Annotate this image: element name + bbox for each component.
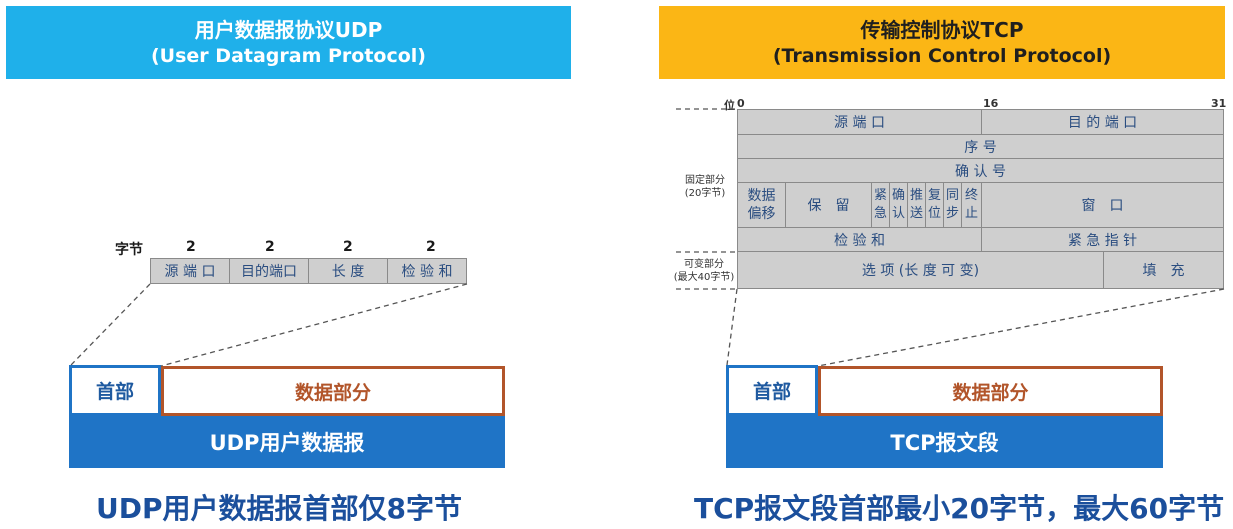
udp-data-box: 数据部分 <box>161 366 505 416</box>
tcp-title-banner: 传输控制协议TCP (Transmission Control Protocol… <box>659 6 1225 79</box>
tcp-flag-ack: 确 认 <box>889 182 908 228</box>
tcp-flag-fin: 终 止 <box>961 182 982 228</box>
tcp-field-dst-port: 目 的 端 口 <box>981 109 1224 135</box>
tcp-field-options: 选 项 (长 度 可 变) <box>737 251 1104 289</box>
udp-field-dst-port: 目的端口 <box>229 258 309 284</box>
udp-byte-size-2: 2 <box>265 239 275 255</box>
tcp-subtitle: (Transmission Control Protocol) <box>772 44 1112 67</box>
udp-packet-label: UDP用户数据报 <box>69 416 505 468</box>
tcp-bit-label: 位 <box>724 99 735 112</box>
tcp-bit-0: 0 <box>737 97 745 110</box>
udp-field-checksum: 检 验 和 <box>387 258 467 284</box>
tcp-zoom-line-left <box>726 288 738 366</box>
tcp-data-box: 数据部分 <box>818 366 1163 416</box>
tcp-caption: TCP报文段首部最小20字节，最大60字节 <box>694 492 1225 525</box>
udp-field-src-port: 源 端 口 <box>150 258 230 284</box>
udp-subtitle: (User Datagram Protocol) <box>151 44 426 67</box>
udp-title: 用户数据报协议UDP <box>194 17 383 42</box>
tcp-flag-rst: 复 位 <box>925 182 944 228</box>
tcp-fixed-label: 固定部分 (20字节) <box>684 175 726 199</box>
udp-caption: UDP用户数据报首部仅8字节 <box>96 492 462 525</box>
tcp-packet-label: TCP报文段 <box>726 416 1163 468</box>
tcp-field-window: 窗 口 <box>981 182 1224 228</box>
udp-title-banner: 用户数据报协议UDP (User Datagram Protocol) <box>6 6 571 79</box>
udp-byte-size-4: 2 <box>426 239 436 255</box>
tcp-header-box: 首部 <box>726 365 818 416</box>
tcp-field-seq: 序 号 <box>737 134 1224 159</box>
tcp-variable-label: 可变部分 (最大40字节) <box>673 259 735 283</box>
udp-byte-size-3: 2 <box>343 239 353 255</box>
udp-field-length: 长 度 <box>308 258 388 284</box>
udp-zoom-line-left <box>70 283 151 366</box>
udp-byte-label: 字节 <box>115 242 143 258</box>
tcp-bit-31: 31 <box>1211 97 1227 110</box>
udp-byte-size-1: 2 <box>186 239 196 255</box>
tcp-field-reserved: 保 留 <box>785 182 872 228</box>
udp-zoom-line-right <box>160 283 468 367</box>
tcp-field-urgent-pointer: 紧 急 指 针 <box>981 227 1224 252</box>
udp-header-box: 首部 <box>69 365 161 416</box>
tcp-field-padding: 填 充 <box>1103 251 1224 289</box>
tcp-field-data-offset: 数据 偏移 <box>737 182 786 228</box>
tcp-zoom-line-right <box>817 288 1225 367</box>
tcp-bit-16: 16 <box>983 97 999 110</box>
tcp-title: 传输控制协议TCP <box>860 17 1024 42</box>
